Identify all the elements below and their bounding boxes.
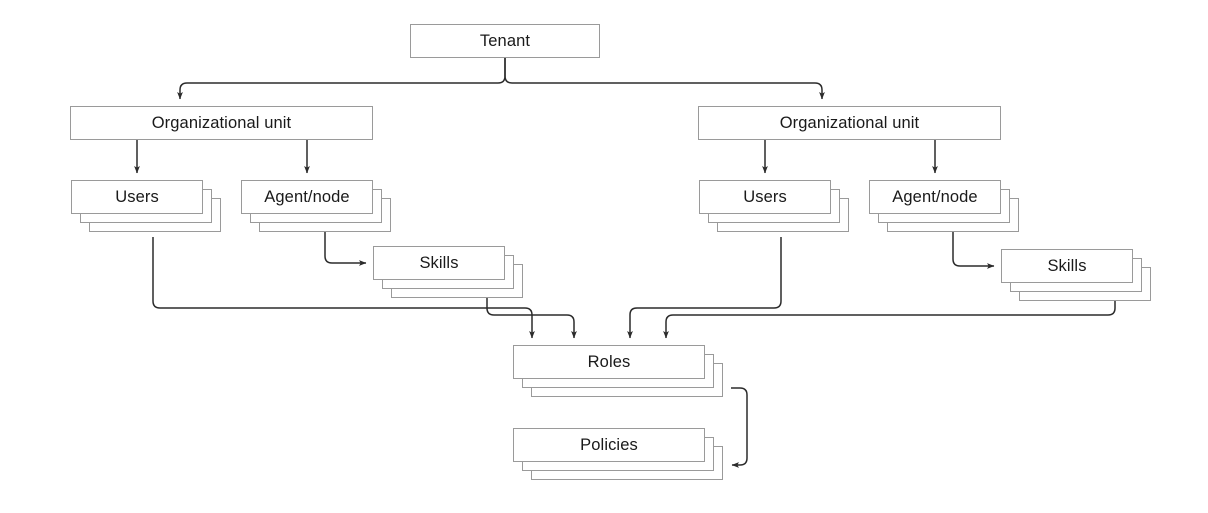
edge-tenant-to-ou-right	[504, 58, 825, 100]
node-agent-node-left-card: Agent/node	[241, 180, 373, 214]
edge-users-right-to-roles	[627, 237, 782, 339]
node-skills-right-card: Skills	[1001, 249, 1133, 283]
node-roles[interactable]: Roles	[513, 345, 723, 397]
node-agent-node-right[interactable]: Agent/node	[869, 180, 1019, 232]
node-users-right-label: Users	[743, 187, 787, 206]
node-roles-label: Roles	[587, 352, 631, 371]
node-tenant-card: Tenant	[410, 24, 600, 58]
edge-tenant-to-ou-left	[177, 58, 506, 100]
node-skills-left-label: Skills	[419, 253, 459, 272]
node-policies-label: Policies	[580, 435, 638, 454]
node-organizational-unit-right-card: Organizational unit	[698, 106, 1001, 140]
node-organizational-unit-right[interactable]: Organizational unit	[698, 106, 1001, 140]
node-agent-node-left-label: Agent/node	[264, 187, 350, 206]
node-agent-node-right-label: Agent/node	[892, 187, 978, 206]
node-organizational-unit-left[interactable]: Organizational unit	[70, 106, 373, 140]
node-organizational-unit-left-card: Organizational unit	[70, 106, 373, 140]
node-policies-card: Policies	[513, 428, 705, 462]
node-policies[interactable]: Policies	[513, 428, 723, 480]
node-tenant[interactable]: Tenant	[410, 24, 600, 58]
edge-users-left-to-roles	[152, 237, 535, 339]
node-agent-node-right-card: Agent/node	[869, 180, 1001, 214]
node-organizational-unit-left-label: Organizational unit	[151, 113, 292, 132]
node-skills-right-label: Skills	[1047, 256, 1087, 275]
edge-skills-left-to-roles	[486, 298, 577, 339]
node-skills-left[interactable]: Skills	[373, 246, 523, 298]
node-users-right[interactable]: Users	[699, 180, 849, 232]
node-users-left[interactable]: Users	[71, 180, 221, 232]
edge-roles-to-policies	[731, 387, 748, 468]
node-users-left-card: Users	[71, 180, 203, 214]
node-skills-right[interactable]: Skills	[1001, 249, 1151, 301]
node-skills-left-card: Skills	[373, 246, 505, 280]
node-organizational-unit-right-label: Organizational unit	[779, 113, 920, 132]
node-agent-node-left[interactable]: Agent/node	[241, 180, 391, 232]
node-roles-card: Roles	[513, 345, 705, 379]
node-users-right-card: Users	[699, 180, 831, 214]
node-tenant-label: Tenant	[479, 31, 531, 50]
edge-skills-right-to-roles	[663, 301, 1116, 339]
edge-agent-left-to-skills-left	[324, 232, 367, 266]
node-users-left-label: Users	[115, 187, 159, 206]
edge-agent-right-to-skills-right	[952, 232, 995, 269]
